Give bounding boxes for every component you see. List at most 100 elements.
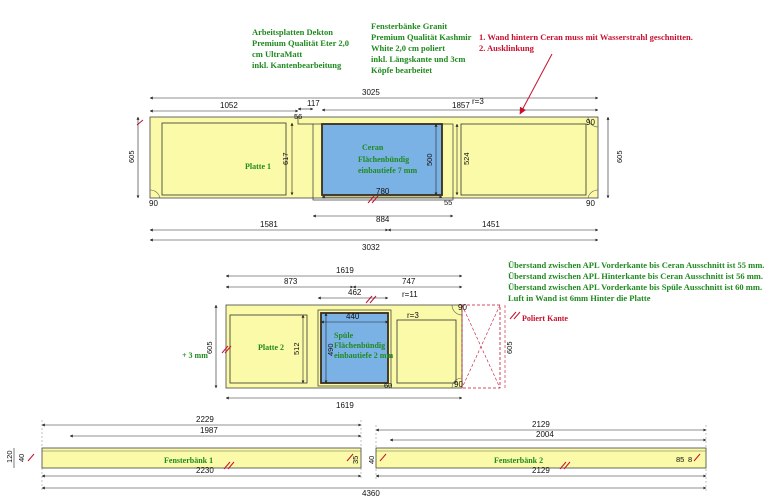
dim-text: 4360 xyxy=(362,489,380,498)
break-mark xyxy=(346,453,354,462)
dim-text: 3032 xyxy=(362,243,380,252)
dim-text: 3025 xyxy=(362,88,380,97)
overhang-note-line: Überstand zwischen APL Vorderkante bis C… xyxy=(508,260,764,270)
sill-2-label: Fensterbänk 2 xyxy=(494,456,543,465)
sink-cutout xyxy=(320,312,389,384)
dim-text: 1619 xyxy=(336,401,354,410)
dim-text: 873 xyxy=(284,277,298,286)
break-mark xyxy=(224,345,232,354)
break-mark xyxy=(221,345,229,354)
granit-note-line: inkl. Längskante und 3cm xyxy=(371,54,466,64)
dekton-note-line: Premium Qualität Eter 2,0 xyxy=(252,38,349,48)
granit-note-line: Köpfe bearbeitet xyxy=(371,65,433,75)
ceran-label: einbautiefe 7 mm xyxy=(358,166,417,175)
plate-1-right-panel xyxy=(460,123,587,196)
dim-text: 1052 xyxy=(220,101,238,110)
dim-text: 747 xyxy=(402,277,416,286)
instruction-line: 1. Wand hintern Ceran muss mit Wasserstr… xyxy=(479,32,693,42)
sink-label: einbautiefe 2 mm xyxy=(334,351,393,360)
dim-text: 35 xyxy=(351,456,360,464)
dim-text: 1581 xyxy=(260,220,278,229)
dim-text: 605 xyxy=(205,341,214,354)
dim-text: 462 xyxy=(348,288,362,297)
dim-text: 2229 xyxy=(196,415,214,424)
dim-text: 85 xyxy=(676,455,684,464)
dim-text: 605 xyxy=(127,150,136,163)
break-mark xyxy=(27,453,35,462)
plate-1-corner-arc-b xyxy=(587,116,599,128)
granit-note-line: White 2,0 cm poliert xyxy=(371,43,446,53)
granit-note-line: Fensterbänke Granit xyxy=(371,21,448,31)
dim-text: 780 xyxy=(376,187,390,196)
plate-2-sink-frame xyxy=(317,309,392,387)
plate-2-drawing: 1619 873 747 462 r=11 440 r=3 605 512 49… xyxy=(182,266,568,410)
dim-text: 524 xyxy=(462,152,471,165)
instruction-line: 2. Ausklinkung xyxy=(479,43,534,53)
dim-text: r=3 xyxy=(472,97,484,106)
break-mark xyxy=(563,461,571,470)
sink-label: Flächenbündig xyxy=(334,341,385,350)
break-mark xyxy=(509,311,517,320)
dim-text: 1857 xyxy=(452,101,470,110)
break-mark xyxy=(693,453,701,462)
plate-1-drawing: 3025 1052 117 1857 r=3 605 605 617 500 5… xyxy=(127,53,624,252)
dekton-note-line: inkl. Kantenbearbeitung xyxy=(252,60,342,70)
dim-text: 1987 xyxy=(200,426,218,435)
break-mark xyxy=(379,453,387,462)
dim-text: 617 xyxy=(281,152,290,165)
break-mark xyxy=(513,311,521,320)
dekton-note-line: cm UltraMatt xyxy=(252,49,303,59)
plate-1-label: Platte 1 xyxy=(245,162,271,171)
dim-text: 2129 xyxy=(532,420,550,429)
dim-text: 90 xyxy=(454,380,463,389)
plate-1-wall-notch xyxy=(297,117,313,125)
sill-1-label: Fensterbänk 1 xyxy=(164,456,213,465)
dim-text: 884 xyxy=(376,215,390,224)
plate-2-corner-arc xyxy=(451,377,463,389)
dim-text: 605 xyxy=(505,341,514,354)
dim-text: 60 xyxy=(384,381,392,390)
dim-text: 2230 xyxy=(196,466,214,475)
break-mark xyxy=(227,461,235,470)
plate-1-corner-arc-c xyxy=(587,189,599,199)
ceran-label: Flächenbündig xyxy=(358,155,409,164)
ceran-cutout xyxy=(321,123,443,196)
leader-arrow xyxy=(519,53,553,115)
plate-1-corner-arc-a xyxy=(149,189,161,199)
dim-text: 40 xyxy=(367,456,376,464)
dekton-note-line: Arbeitsplatten Dekton xyxy=(252,27,333,37)
dim-text: r=3 xyxy=(407,311,419,320)
overhang-note-line: Überstand zwischen APL Vorderkante bis S… xyxy=(508,282,763,292)
dim-text: 120 xyxy=(5,450,14,463)
polished-edge-label: Poliert Kante xyxy=(522,314,568,323)
break-mark xyxy=(559,461,567,470)
dim-text: 55 xyxy=(444,198,452,207)
sink-label: Spüle xyxy=(334,331,354,340)
window-sills-drawing: 2229 1987 2230 2129 2004 2129 4360 120 4… xyxy=(5,415,707,498)
plate-2-label: Platte 2 xyxy=(258,343,284,352)
dim-text: 500 xyxy=(425,153,434,166)
dim-text: 512 xyxy=(292,342,301,355)
dim-text: 90 xyxy=(586,199,595,208)
notch-outline xyxy=(461,304,501,389)
plate-2-left-panel xyxy=(229,314,308,384)
notch-cross xyxy=(461,304,501,389)
dim-text: 90 xyxy=(586,118,595,127)
dim-text: 90 xyxy=(458,303,467,312)
dim-text: 490 xyxy=(326,343,335,356)
dim-text: 2129 xyxy=(532,466,550,475)
overhang-note-line: Überstand zwischen APL Hinterkante bis C… xyxy=(508,271,764,281)
dim-text: 40 xyxy=(17,454,26,462)
dim-text: 1619 xyxy=(336,266,354,275)
dim-text: 605 xyxy=(615,150,624,163)
break-mark xyxy=(223,461,231,470)
dim-text: 56 xyxy=(294,112,302,121)
dim-text: 90 xyxy=(149,199,158,208)
dim-text: 1451 xyxy=(482,220,500,229)
dim-text: 8 xyxy=(688,455,692,464)
dim-text: 2004 xyxy=(536,430,554,439)
overhang-note-line: Luft in Wand ist 6mm Hinter die Platte xyxy=(508,293,651,303)
dim-text: 117 xyxy=(307,99,320,108)
plus-3mm-label: + 3 mm xyxy=(182,351,208,360)
